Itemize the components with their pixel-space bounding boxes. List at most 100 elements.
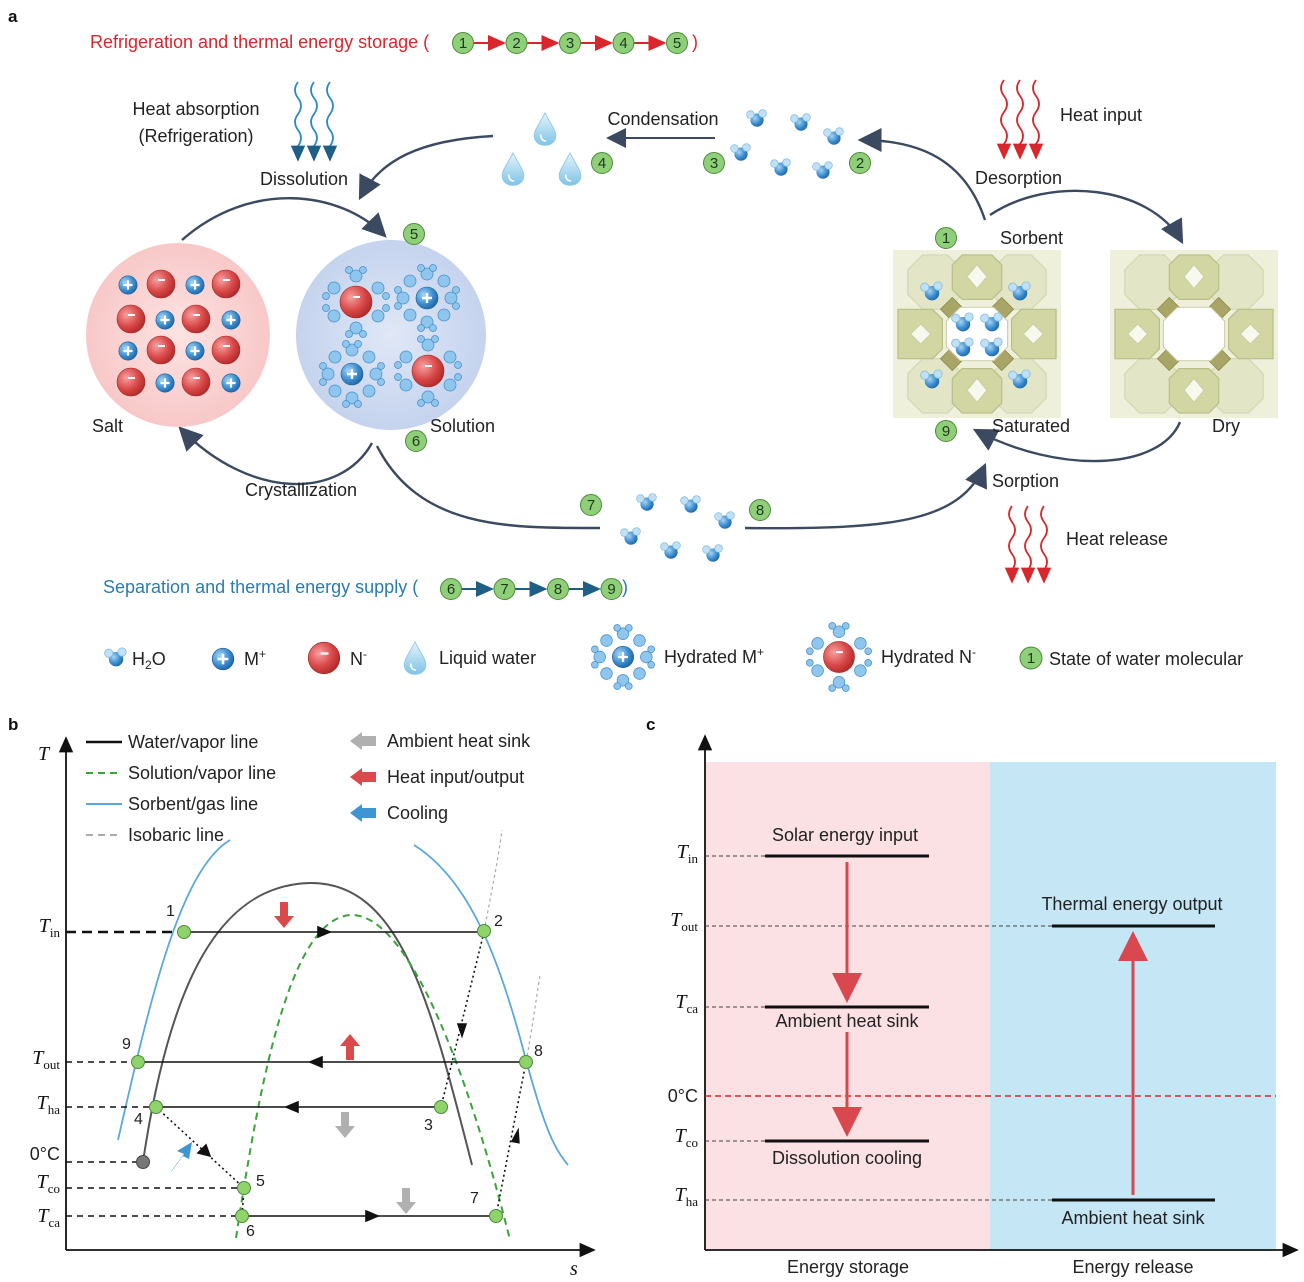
svg-text:Heat input/output: Heat input/output [387,767,524,787]
vapor-molecules-top [730,109,844,180]
heat-output-arrow [340,1034,360,1060]
svg-text:8: 8 [554,581,562,598]
svg-text:Ambient heat sink: Ambient heat sink [387,731,531,751]
water-drop-icon [501,151,525,186]
solar-input-label: Solar energy input [772,825,918,845]
refrigeration-state-sequence: 1 2 3 4 5 [452,32,688,54]
svg-text:7: 7 [500,581,508,598]
b-x-axis-label: s [570,1258,578,1280]
ambient-sink-right-label: Ambient heat sink [1061,1208,1205,1228]
m-plus-icon [210,646,236,672]
svg-text:8: 8 [756,502,764,519]
cycle-state-2: 2 [849,152,871,174]
svg-text:H2O: H2O [132,649,166,672]
b-state-points [131,924,533,1223]
state-circle-1: 1 [452,32,474,54]
heat-input-waves [996,79,1044,160]
b-point-label-3: 3 [424,1117,433,1134]
svg-text:M+: M+ [244,647,266,669]
ambient-sink-left-label: Ambient heat sink [775,1011,919,1031]
b-point-label-2: 2 [494,913,503,930]
heat-absorption-label: Heat absorption [132,99,259,119]
svg-text:9: 9 [942,423,950,440]
state-circle-2: 2 [505,32,528,54]
svg-text:Isobaric line: Isobaric line [128,825,224,845]
b-point-label-6: 6 [246,1223,255,1240]
crystallization-label: Crystallization [245,480,357,500]
heat-input-label: Heat input [1060,105,1142,125]
heat-absorption-waves [290,81,338,162]
c-energy-arrows [832,862,1148,1195]
y-tick-label: Tin [39,915,61,940]
cycle-arrows [178,128,1184,530]
water-vapor-line [142,881,473,1166]
dissolution-label: Dissolution [260,169,348,189]
isobaric-line-lower [525,974,541,1063]
state-circle-4: 4 [612,32,635,54]
svg-text:6: 6 [447,581,455,598]
ambient-sink-arrow [396,1188,416,1214]
saturated-sorbent-framework [893,250,1061,418]
sorbent-label: Sorbent [1000,228,1063,248]
svg-text:Hydrated M+: Hydrated M+ [664,645,764,667]
y-tick-label: Tha [675,1184,699,1209]
desorption-label: Desorption [975,168,1062,188]
refrigeration-title: Refrigeration and thermal energy storage… [90,32,429,52]
legend-state-of-water: State of water molecular [1049,649,1243,669]
cycle-state-8: 8 [749,499,771,521]
svg-text:N-: N- [350,647,367,669]
cycle-state-3: 3 [703,152,725,174]
refrigeration-label: (Refrigeration) [138,126,253,146]
ambient-sink-arrow [335,1112,355,1138]
svg-text:1: 1 [942,230,950,247]
saturated-label: Saturated [992,416,1070,436]
svg-text:Hydrated N-: Hydrated N- [881,645,976,667]
svg-text:1: 1 [459,35,467,52]
heat-release-waves [1004,505,1052,584]
y-tick-label: Tco [675,1125,698,1150]
salt-label: Salt [92,416,123,436]
y-tick-label: Tout [670,909,698,934]
y-tick-label: Tha [37,1092,61,1117]
sorption-label: Sorption [992,471,1059,491]
separation-title: Separation and thermal energy supply ( [103,577,418,597]
sorbent-gas-line-right [413,844,569,1166]
panel-b-label: b [8,715,18,734]
svg-text:1: 1 [1027,650,1035,667]
dissolution-cooling-label: Dissolution cooling [772,1148,922,1168]
y-tick-label: 0°C [30,1144,60,1164]
cooling-arrow [171,1142,192,1172]
state-circle-7: 7 [493,578,516,600]
svg-text:Water/vapor line: Water/vapor line [128,732,258,752]
state-circle-5: 5 [666,32,688,54]
y-tick-label: Tin [677,841,699,866]
svg-text:2: 2 [856,155,864,172]
state-circle-8: 8 [547,578,569,600]
state-circle-3: 3 [559,32,581,54]
panel-b: b T s Water/vapor line Solution/vapor li… [8,715,596,1280]
svg-text:Solution/vapor line: Solution/vapor line [128,763,276,783]
heat-input-arrow [274,902,294,928]
b-y-axis-label: T [38,743,51,765]
sorbent-gas-line-left [117,839,231,1141]
separation-close-paren: ) [622,577,628,597]
hydrated-m-icon [590,624,656,690]
thermal-output-label: Thermal energy output [1041,894,1222,914]
svg-text:5: 5 [673,35,681,52]
b-point-label-4: 4 [134,1111,143,1128]
panel-a: a Refrigeration and thermal energy stora… [8,7,1278,692]
b-process-lines [138,925,527,1223]
svg-text:4: 4 [619,35,627,52]
h2o-icon [104,647,127,667]
svg-text:2: 2 [512,35,520,52]
y-tick-label: Tout [32,1047,60,1072]
y-tick-label: Tco [37,1171,60,1196]
refrigeration-close-paren: ) [692,32,698,52]
cycle-state-4: 4 [591,152,613,174]
b-point-label-7: 7 [470,1190,479,1207]
panel-b-legend: Water/vapor line Solution/vapor line Sor… [86,731,531,845]
